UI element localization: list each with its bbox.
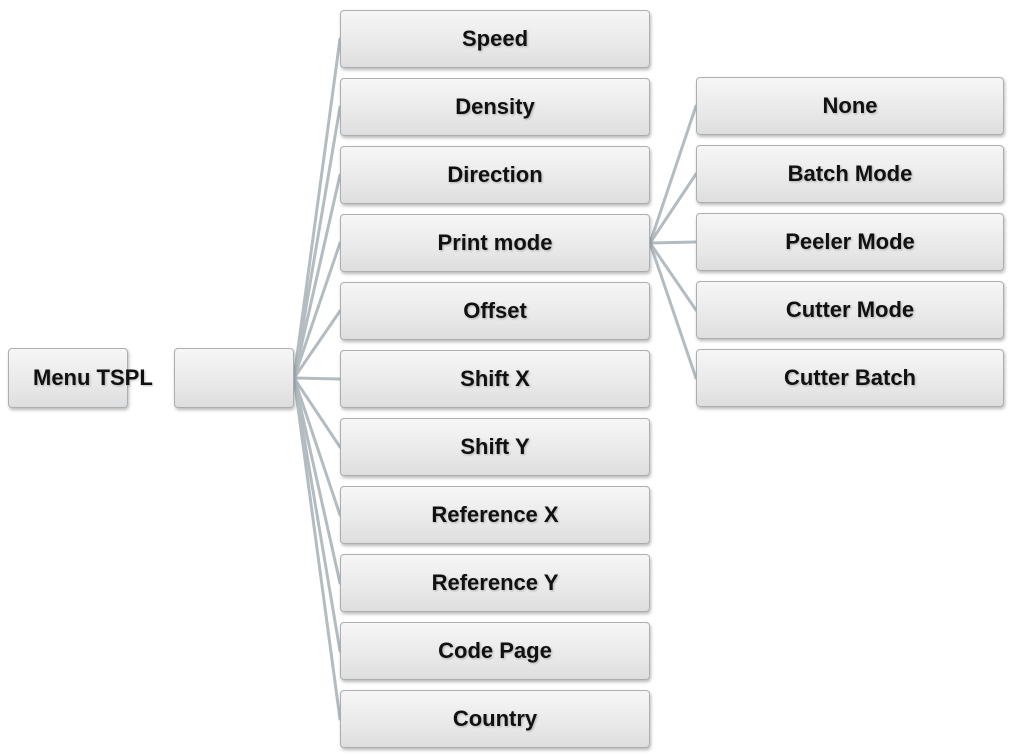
connector-to-peeler-mode [648,240,698,245]
print-mode-option-label: Peeler Mode [785,229,915,254]
menu-item-label: Direction [447,162,543,187]
menu-item-reference-x[interactable]: Reference X [340,486,650,544]
connector-to-cutter-batch [648,241,698,380]
print-mode-option-batch-mode[interactable]: Batch Mode [696,145,1004,203]
menu-item-label: Code Page [438,638,552,663]
connector-to-print-mode [292,241,342,380]
menu-tspl-label: Menu TSPL [33,365,153,390]
print-mode-option-none[interactable]: None [696,77,1004,135]
menu-item-shift-x[interactable]: Shift X [340,350,650,408]
print-mode-option-label: None [822,93,878,118]
connector-to-reference-y [292,376,342,585]
menu-item-print-mode[interactable]: Print mode [340,214,650,272]
connector-to-density [292,105,342,380]
print-mode-option-label: Batch Mode [787,161,913,186]
connector-to-batch-mode [648,172,698,245]
menu-tspl-node[interactable]: Menu TSPL [8,348,153,408]
connector-to-cutter-mode [648,241,698,312]
connector-to-offset [292,309,342,380]
menu-item-shift-y[interactable]: Shift Y [340,418,650,476]
connector-to-country [292,376,342,721]
menu-item-country[interactable]: Country [340,690,650,748]
menu-item-density[interactable]: Density [340,78,650,136]
menu-item-label: Speed [461,26,529,51]
menu-item-code-page[interactable]: Code Page [340,622,650,680]
menu-item-direction[interactable]: Direction [340,146,650,204]
connector-to-shift-y [292,376,342,449]
menu-item-label: Country [452,706,538,731]
menu-item-label: Print mode [437,230,553,255]
menu-item-speed[interactable]: Speed [340,10,650,68]
menu-item-label: Offset [463,298,527,323]
connector-to-speed [292,37,342,380]
connector-to-none [648,104,698,245]
connector-to-code-page [292,376,342,653]
print-mode-option-cutter-batch[interactable]: Cutter Batch [696,349,1004,407]
menu-item-label: Density [455,94,535,119]
menu-item-label: Shift X [460,366,530,391]
menu-item-label: Shift Y [460,434,530,459]
print-mode-option-label: Cutter Batch [783,365,916,390]
menu-item-offset[interactable]: Offset [340,282,650,340]
menu-item-label: Reference X [431,502,559,527]
print-mode-option-peeler-mode[interactable]: Peeler Mode [696,213,1004,271]
print-mode-option-label: Cutter Mode [785,297,915,322]
submenu-hub-node[interactable] [174,348,294,408]
connector-to-shift-x [292,376,342,381]
connector-to-direction [292,173,342,380]
menu-item-reference-y[interactable]: Reference Y [340,554,650,612]
connector-to-reference-x [292,376,342,517]
menu-item-label: Reference Y [431,570,559,595]
print-mode-option-cutter-mode[interactable]: Cutter Mode [696,281,1004,339]
